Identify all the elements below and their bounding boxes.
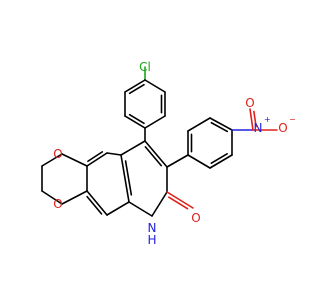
carbonyl-bond-second — [168, 196, 189, 210]
ring-bond-second — [124, 160, 133, 196]
nitro-oxygen-top-atom: O — [245, 96, 254, 110]
ring-bond — [86, 152, 108, 167]
aryl-bond — [124, 79, 146, 93]
ring-bond — [144, 140, 168, 168]
aryl-bond-second — [210, 121, 229, 133]
ring-bond — [86, 190, 108, 216]
ring-bond-second — [87, 151, 104, 163]
aryl-bond — [187, 154, 211, 169]
ring-bond — [106, 152, 122, 156]
ring-nitrogen-atom: N — [148, 221, 157, 235]
aryl-bond-second — [128, 83, 145, 95]
aryl-bond — [209, 154, 233, 169]
link-bond — [166, 154, 189, 168]
aryl-bond — [144, 115, 166, 129]
ether-bond — [41, 190, 63, 205]
ether-bond — [61, 190, 88, 205]
lactam-bond — [151, 191, 168, 217]
nitro-oxygen-right-atom: O — [278, 121, 287, 135]
ring-bond — [128, 201, 153, 217]
ring-bond — [120, 140, 146, 156]
aryl-bond — [187, 117, 211, 132]
ether-bond — [61, 153, 88, 167]
chlorine-atom: Cl — [139, 60, 151, 74]
dioxane-oxygen-bottom-atom: O — [53, 197, 62, 211]
aryl-bond — [144, 79, 166, 93]
structure-canvas: Cl N + O O − O O O N H — [41, 60, 296, 247]
nitro-nitrogen-charge: + — [264, 115, 271, 124]
aryl-bond — [209, 117, 233, 131]
nitro-oxygen-charge: − — [289, 115, 296, 124]
ring-nitrogen-hydrogen: H — [147, 233, 156, 247]
ring-bond — [120, 154, 130, 203]
ring-bond — [106, 201, 130, 216]
lactam-oxygen-atom: O — [191, 211, 200, 225]
ring-bond-second — [144, 146, 163, 167]
atom-label-layer: Cl N + O O − O O O N H — [53, 60, 295, 247]
aryl-bond — [124, 115, 146, 129]
nitro-nitrogen-atom: N — [254, 121, 263, 135]
nitro-double-bond — [249, 108, 254, 131]
ether-bond — [41, 153, 63, 167]
carbonyl-bond — [166, 191, 194, 209]
ring-bond-second — [86, 195, 103, 215]
dioxane-oxygen-top-atom: O — [53, 147, 62, 161]
nitro-double-bond-second — [253, 110, 257, 128]
aryl-bond-second — [210, 153, 228, 164]
aryl-bond-second — [128, 113, 145, 125]
bond-layer — [41, 66, 278, 217]
